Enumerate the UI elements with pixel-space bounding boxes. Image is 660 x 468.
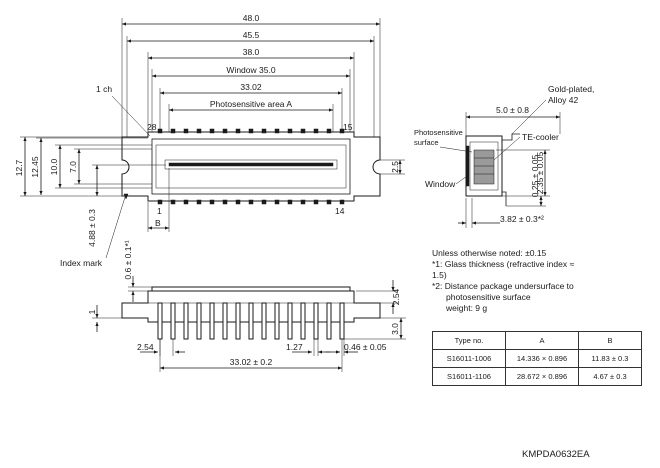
table-cell: S16011-1106 <box>432 367 506 386</box>
dim-10-label: 10.0 <box>49 158 59 175</box>
dim-1-27-label: 1.27 <box>286 342 303 352</box>
note-2-line-1: *2: Distance package undersurface to <box>432 281 574 291</box>
side-view: 0.6 ± 0.1*¹ 1 2.54 1.27 0.46 ± 0.05 33.0… <box>87 240 406 372</box>
weight-note: weight: 9 g <box>446 303 488 313</box>
dim-2-5-label: 2.5 <box>390 161 400 173</box>
note-1-line-2: 1.5) <box>432 270 447 280</box>
photosensitive-strip <box>168 162 334 167</box>
pin-1-label: 1 <box>157 206 162 216</box>
dim-33-02-label: 33.02 <box>240 82 262 92</box>
window-label: Window <box>425 179 456 189</box>
te-cooler-block <box>473 149 495 185</box>
section-window <box>465 145 470 187</box>
top-pins <box>157 128 345 134</box>
dim-33-02-tol-label: 33.02 ± 0.2 <box>230 357 273 367</box>
dim-4-88-label: 4.88 ± 0.3 <box>87 209 97 247</box>
dim-2-54-left-label: 2.54 <box>137 342 154 352</box>
index-mark-label: Index mark <box>60 258 103 268</box>
dim-0-46-label: 0.46 ± 0.05 <box>344 342 387 352</box>
dim-12-45-label: 12.45 <box>30 156 40 178</box>
table-header-type: Type no. <box>432 331 506 350</box>
top-view: 48.0 45.5 38.0 Window 35.0 33.02 Photose… <box>14 13 405 268</box>
notes: Unless otherwise noted: ±0.15 *1: Glass … <box>432 248 632 314</box>
table-row: S16011-1106 28.672 × 0.896 4.67 ± 0.3 <box>432 367 642 386</box>
dim-12-7-label: 12.7 <box>14 159 24 176</box>
pin-15-label: 15 <box>343 122 353 132</box>
section-view: Gold-plated, Alloy 42 5.0 ± 0.8 Photosen… <box>414 84 594 228</box>
dim-3-label: 3.0 <box>390 323 400 335</box>
dim-7-label: 7.0 <box>68 161 78 173</box>
dim-b-label: B <box>155 218 161 228</box>
bottom-pins <box>157 199 345 205</box>
type-table: Type no. A B S16011-1006 14.336 × 0.896 … <box>432 331 642 386</box>
photosensitive-area-label: Photosensitive area A <box>210 99 293 109</box>
section-lead <box>502 133 520 141</box>
dim-48-label: 48.0 <box>243 13 260 23</box>
photosensitive-surface-label-1: Photosensitive <box>414 128 463 137</box>
dim-45-5-label: 45.5 <box>243 30 260 40</box>
table-cell: 4.67 ± 0.3 <box>578 367 642 386</box>
table-cell: S16011-1006 <box>432 349 506 368</box>
table-cell: 28.672 × 0.896 <box>505 367 579 386</box>
dim-1-label: 1 <box>87 309 97 314</box>
package-body <box>121 131 381 202</box>
dim-0-25-label: 0.25 ± 0.05 <box>530 154 540 197</box>
side-glass <box>151 286 351 292</box>
table-cell: 11.83 ± 0.3 <box>578 349 642 368</box>
index-mark <box>123 193 129 200</box>
tolerance-note: Unless otherwise noted: ±0.15 <box>432 248 547 258</box>
photosensitive-surface-label-2: surface <box>414 138 439 147</box>
dim-2-35-label: 2.35 ± 0.05 <box>535 151 545 194</box>
side-pins <box>157 302 345 340</box>
dim-3-82-label: 3.82 ± 0.3*² <box>500 214 544 224</box>
gold-plated-label: Gold-plated, <box>548 84 594 94</box>
pin-14-label: 14 <box>335 206 345 216</box>
table-header-b: B <box>578 331 642 350</box>
note-1-line-1: *1: Glass thickness (refractive index ≈ <box>432 259 575 269</box>
dim-window-label: Window 35.0 <box>226 65 275 75</box>
pin-28-label: 28 <box>147 122 157 132</box>
alloy-label: Alloy 42 <box>548 95 579 105</box>
te-cooler-label: TE-cooler <box>522 132 559 142</box>
table-row: S16011-1006 14.336 × 0.896 11.83 ± 0.3 <box>432 349 642 368</box>
window-outline <box>151 138 351 195</box>
dim-0-6-label: 0.6 ± 0.1*¹ <box>123 240 133 279</box>
note-2-line-2: photosensitive surface <box>446 292 531 302</box>
table-cell: 14.336 × 0.896 <box>505 349 579 368</box>
table-header-row: Type no. A B <box>432 331 642 350</box>
dim-2-54-right-label: 2.54 <box>391 288 401 305</box>
table-header-a: A <box>505 331 579 350</box>
dim-38-label: 38.0 <box>243 47 260 57</box>
dim-5-label: 5.0 ± 0.8 <box>496 105 529 115</box>
figure-code: KMPDA0632EA <box>522 449 590 460</box>
chamfer-label: 1 ch <box>96 84 112 94</box>
